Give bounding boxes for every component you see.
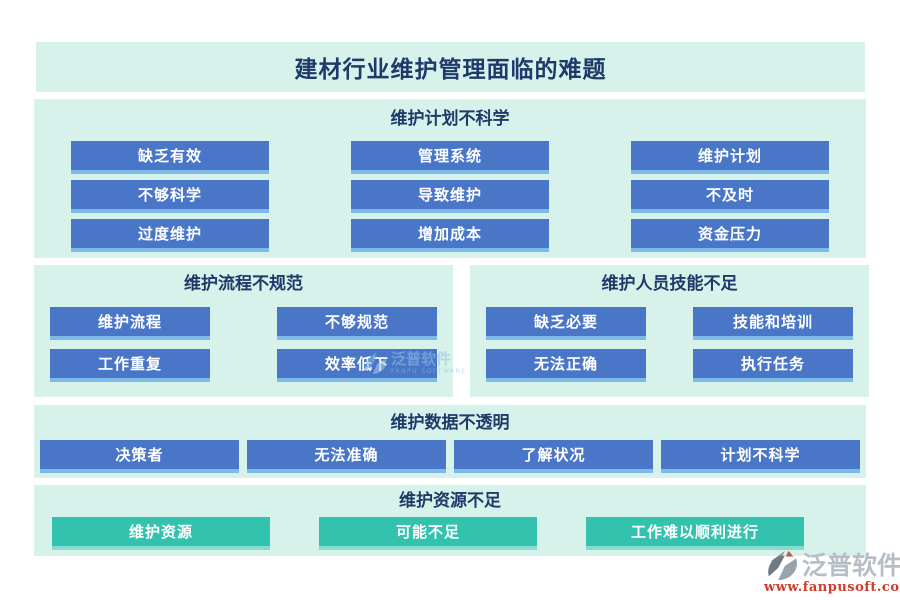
block-row: 维护资源 可能不足 工作难以顺利进行 [34, 517, 866, 550]
fanpu-brand: 泛普软件 www.fanpusoft.com [764, 548, 900, 595]
fanpu-logo-url: www.fanpusoft.com [764, 580, 900, 595]
tag-block: 无法准确 [247, 440, 446, 473]
section-maintenance-process: 维护流程不规范 维护流程 不够规范 工作重复 效率低下 [34, 265, 453, 397]
section-heading-maintenance-plan: 维护计划不科学 [390, 109, 510, 129]
tag-block: 不够科学 [71, 180, 269, 213]
fanpu-logo-icon [768, 550, 798, 581]
tag-block: 计划不科学 [661, 440, 860, 473]
block-row: 决策者 无法准确 了解状况 计划不科学 [34, 440, 866, 473]
tag-block: 执行任务 [693, 349, 853, 382]
tag-block: 不够规范 [277, 307, 437, 340]
tag-block: 工作难以顺利进行 [586, 517, 804, 550]
tag-block: 过度维护 [71, 219, 269, 252]
section-heading-staff-skills: 维护人员技能不足 [601, 274, 738, 294]
block-row: 维护流程 不够规范 [34, 307, 453, 340]
tag-block: 维护流程 [50, 307, 210, 340]
tag-block: 导致维护 [351, 180, 549, 213]
tag-block: 了解状况 [454, 440, 653, 473]
section-heading-maintenance-data: 维护数据不透明 [390, 413, 510, 433]
tag-block: 决策者 [40, 440, 239, 473]
tag-block: 增加成本 [351, 219, 549, 252]
section-heading-maintenance-process: 维护流程不规范 [184, 274, 303, 294]
tag-block: 资金压力 [631, 219, 829, 252]
section-staff-skills: 维护人员技能不足 缺乏必要 技能和培训 无法正确 执行任务 [470, 265, 869, 397]
tag-block: 工作重复 [50, 349, 210, 382]
tag-block: 维护计划 [631, 141, 829, 174]
page-title: 建材行业维护管理面临的难题 [294, 57, 607, 83]
block-row: 不够科学 导致维护 不及时 [34, 180, 866, 213]
tag-block: 缺乏必要 [486, 307, 646, 340]
tag-block: 技能和培训 [693, 307, 853, 340]
block-row: 过度维护 增加成本 资金压力 [34, 219, 866, 252]
section-maintenance-data: 维护数据不透明 决策者 无法准确 了解状况 计划不科学 [34, 405, 866, 478]
block-row: 无法正确 执行任务 [470, 349, 869, 382]
tag-block: 可能不足 [319, 517, 537, 550]
tag-block: 管理系统 [351, 141, 549, 174]
tag-block: 不及时 [631, 180, 829, 213]
section-heading-maintenance-resources: 维护资源不足 [399, 491, 501, 511]
block-row: 缺乏必要 技能和培训 [470, 307, 869, 340]
tag-block: 效率低下 [277, 349, 437, 382]
fanpu-logo-name: 泛普软件 [802, 550, 900, 580]
section-maintenance-plan: 维护计划不科学 缺乏有效 管理系统 维护计划 不够科学 导致维护 不及时 过度维… [34, 99, 866, 258]
title-banner: 建材行业维护管理面临的难题 [36, 42, 865, 92]
block-row: 缺乏有效 管理系统 维护计划 [34, 141, 866, 174]
fanpu-brand-row: 泛普软件 [764, 548, 900, 582]
tag-block: 无法正确 [486, 349, 646, 382]
block-row: 工作重复 效率低下 [34, 349, 453, 382]
tag-block: 缺乏有效 [71, 141, 269, 174]
tag-block: 维护资源 [52, 517, 270, 550]
section-maintenance-resources: 维护资源不足 维护资源 可能不足 工作难以顺利进行 [34, 485, 866, 556]
